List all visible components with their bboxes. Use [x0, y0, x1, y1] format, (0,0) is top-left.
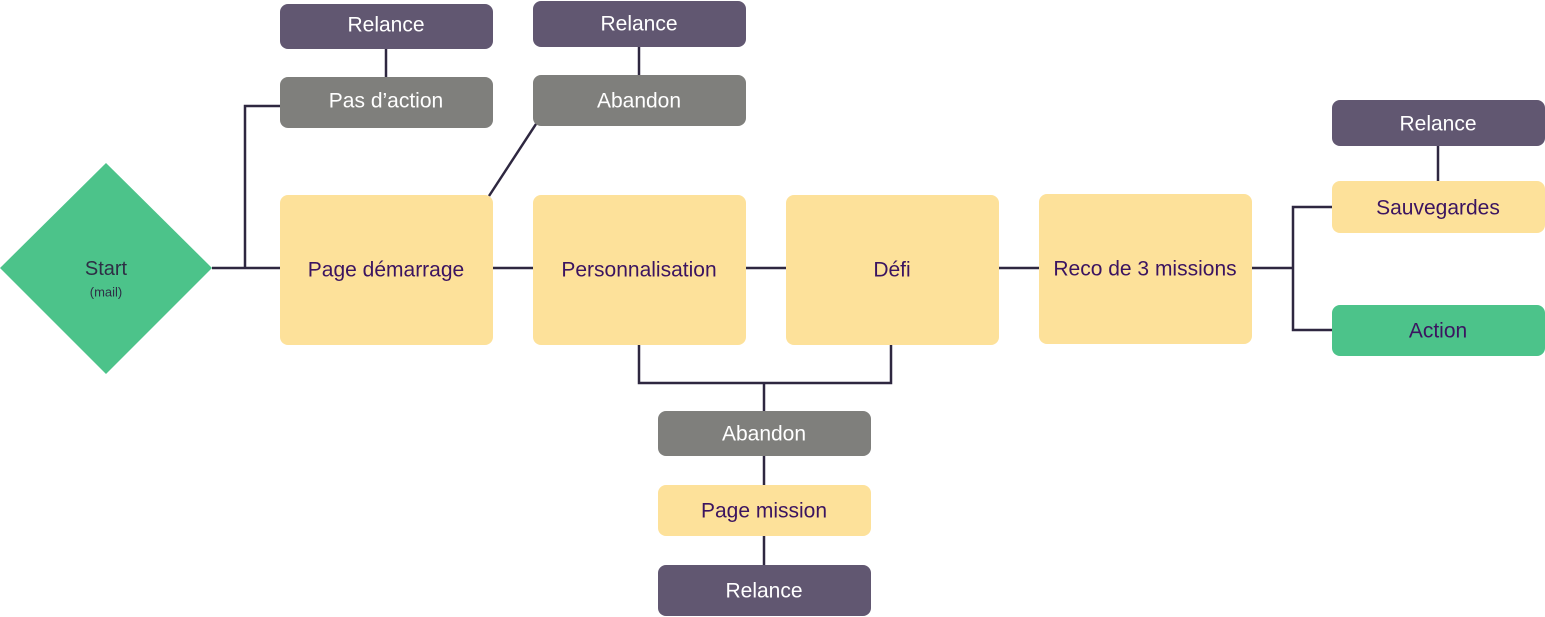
node-label: Sauvegardes: [1376, 197, 1500, 220]
node-sauvegardes: Sauvegardes: [1332, 181, 1545, 233]
connector-branch-sauvegardes: [1291, 205, 1332, 332]
node-label: Personnalisation: [561, 259, 716, 282]
node-label: Relance: [600, 13, 677, 36]
node-label: Pas d’action: [329, 90, 443, 113]
start-node: Start (mail): [0, 163, 212, 374]
node-relance-top-1: Relance: [280, 4, 493, 49]
node-label: Relance: [1399, 113, 1476, 136]
node-label: Action: [1409, 320, 1467, 343]
node-relance-bottom: Relance: [658, 565, 871, 616]
node-label: Abandon: [722, 423, 806, 446]
node-relance-top-2: Relance: [533, 1, 746, 47]
node-label: Page démarrage: [308, 259, 464, 282]
node-label: Relance: [725, 580, 802, 603]
node-defi: Défi: [786, 195, 999, 345]
node-page-demarrage: Page démarrage: [280, 195, 493, 345]
node-page-mission: Page mission: [658, 485, 871, 536]
node-label: Relance: [347, 14, 424, 37]
start-sublabel: (mail): [90, 285, 123, 300]
node-pas-action: Pas d’action: [280, 77, 493, 128]
node-label: Défi: [873, 259, 910, 282]
node-abandon-top: Abandon: [533, 75, 746, 126]
start-label: Start: [85, 258, 128, 280]
connector-start-pas-action: [243, 104, 281, 268]
node-personnalisation: Personnalisation: [533, 195, 746, 345]
node-abandon-bottom: Abandon: [658, 411, 871, 456]
node-label: Page mission: [701, 500, 827, 523]
connectors: [212, 47, 1440, 565]
node-label: Reco de 3 missions: [1053, 258, 1236, 281]
connector-personnalisation-defi-abandon: [637, 345, 893, 385]
node-relance-right: Relance: [1332, 100, 1545, 146]
node-label: Abandon: [597, 90, 681, 113]
node-reco-missions: Reco de 3 missions: [1039, 194, 1252, 344]
connector-page-demarrage-abandon: [487, 123, 538, 197]
node-action: Action: [1332, 305, 1545, 356]
start-diamond: [0, 163, 212, 374]
